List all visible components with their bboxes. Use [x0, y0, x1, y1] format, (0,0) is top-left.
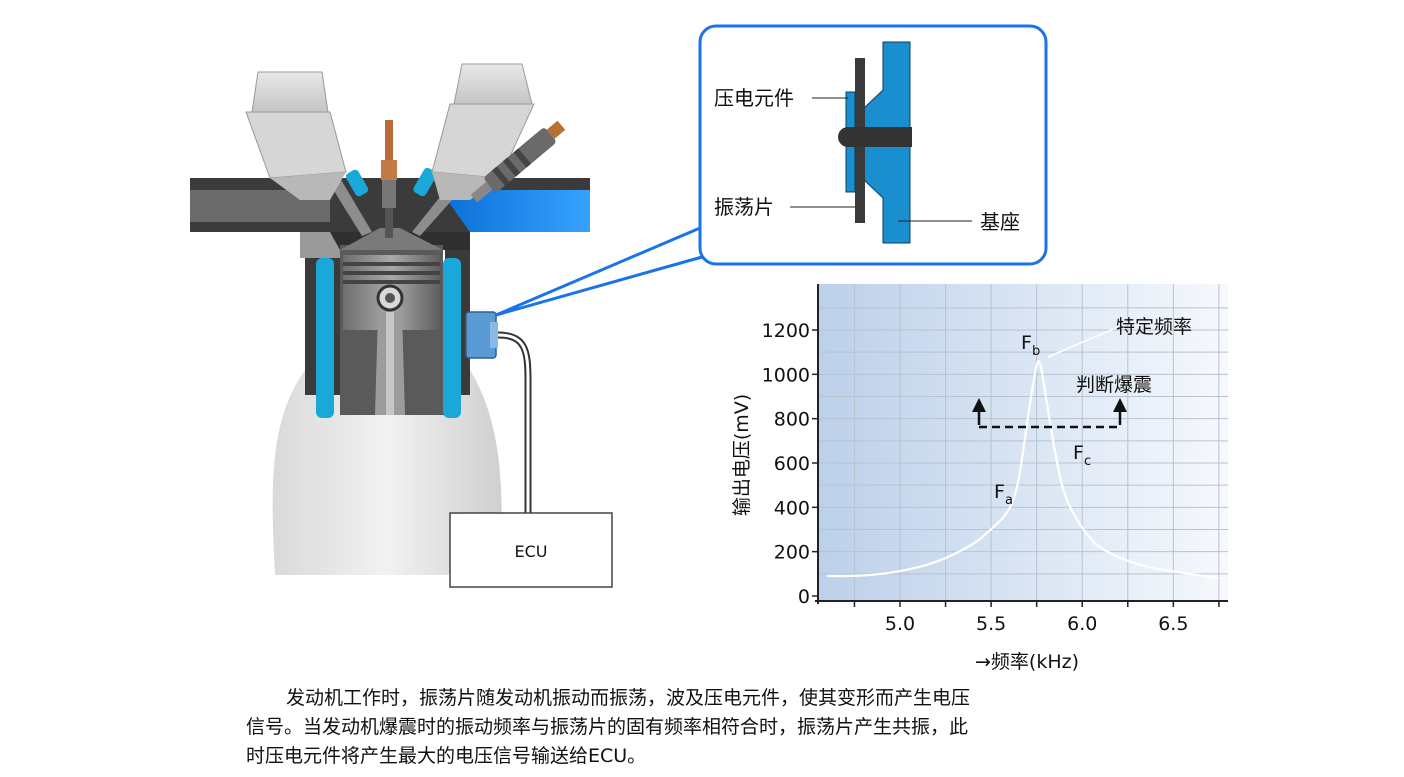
x-tick-label: 5.5 [976, 613, 1006, 635]
knock-judge-marker [972, 398, 1127, 429]
sensor-detail-panel: 压电元件 振荡片 基座 [698, 24, 1048, 266]
knock-judge-label: 判断爆震 [1076, 374, 1152, 396]
piezo-element-label: 压电元件 [714, 86, 794, 110]
y-tick-label: 1000 [762, 364, 810, 386]
x-tick-label: 6.5 [1158, 613, 1188, 635]
valve-cover-left [245, 71, 347, 200]
series-line [827, 359, 1220, 580]
fc-label: Fc [1073, 442, 1091, 469]
x-tick-label: 5.0 [885, 613, 915, 635]
resonance-label: 特定频率 [1116, 316, 1192, 338]
y-tick-label: 400 [774, 497, 810, 519]
coolant-head-left [345, 169, 369, 197]
plot-area [818, 284, 1228, 601]
piston [343, 255, 440, 415]
y-axis-label: 输出电压(mV) [731, 394, 753, 516]
fa-label: Fa [994, 481, 1013, 508]
grid-lines [818, 284, 1228, 601]
spark-plug [381, 120, 397, 238]
axes [812, 284, 1228, 607]
ecu-box: ECU [449, 512, 613, 588]
coolant-jacket-right [443, 258, 461, 418]
sensor-wire [497, 331, 532, 515]
x-tick-label: 6.0 [1067, 613, 1097, 635]
y-tick-label: 1200 [762, 320, 810, 342]
engine-illustration [190, 63, 590, 575]
y-tick-label: 800 [774, 409, 810, 431]
y-tick-label: 200 [774, 542, 810, 564]
caption: 发动机工作时，振荡片随发动机振动而振荡，波及压电元件，使其变形而产生电压 信号。… [246, 684, 1146, 771]
coolant-jacket-left [316, 258, 334, 418]
tick-labels: 0 200 400 600 800 1000 1200 5.0 5.5 6.0 6.5 [762, 320, 1189, 635]
fb-label: Fb [1021, 332, 1040, 359]
resonance-leader [1047, 326, 1119, 358]
y-tick-label: 600 [774, 453, 810, 475]
x-axis-label: →频率(kHz) [975, 651, 1079, 673]
combustion-chamber [340, 228, 443, 250]
vibration-plate-label: 振荡片 [714, 195, 774, 219]
caption-line-2: 信号。当发动机爆震时的振动频率与振荡片的固有频率相符合时，振荡片产生共振，此 [246, 716, 969, 738]
base-label: 基座 [980, 210, 1020, 234]
crankcase [272, 370, 502, 575]
ecu-label: ECU [515, 542, 548, 561]
frequency-response-chart: 0 200 400 600 800 1000 1200 5.0 5.5 6.0 6.5 特定频率 判… [731, 284, 1228, 673]
coolant-head-right [413, 167, 437, 197]
y-tick-label: 0 [798, 586, 810, 608]
caption-line-3: 时压电元件将产生最大的电压信号输送给ECU。 [246, 745, 647, 767]
caption-line-1: 发动机工作时，振荡片随发动机振动而振荡，波及压电元件，使其变形而产生电压 [286, 687, 971, 709]
fuel-injector [470, 120, 566, 203]
callout-lines [495, 226, 703, 317]
